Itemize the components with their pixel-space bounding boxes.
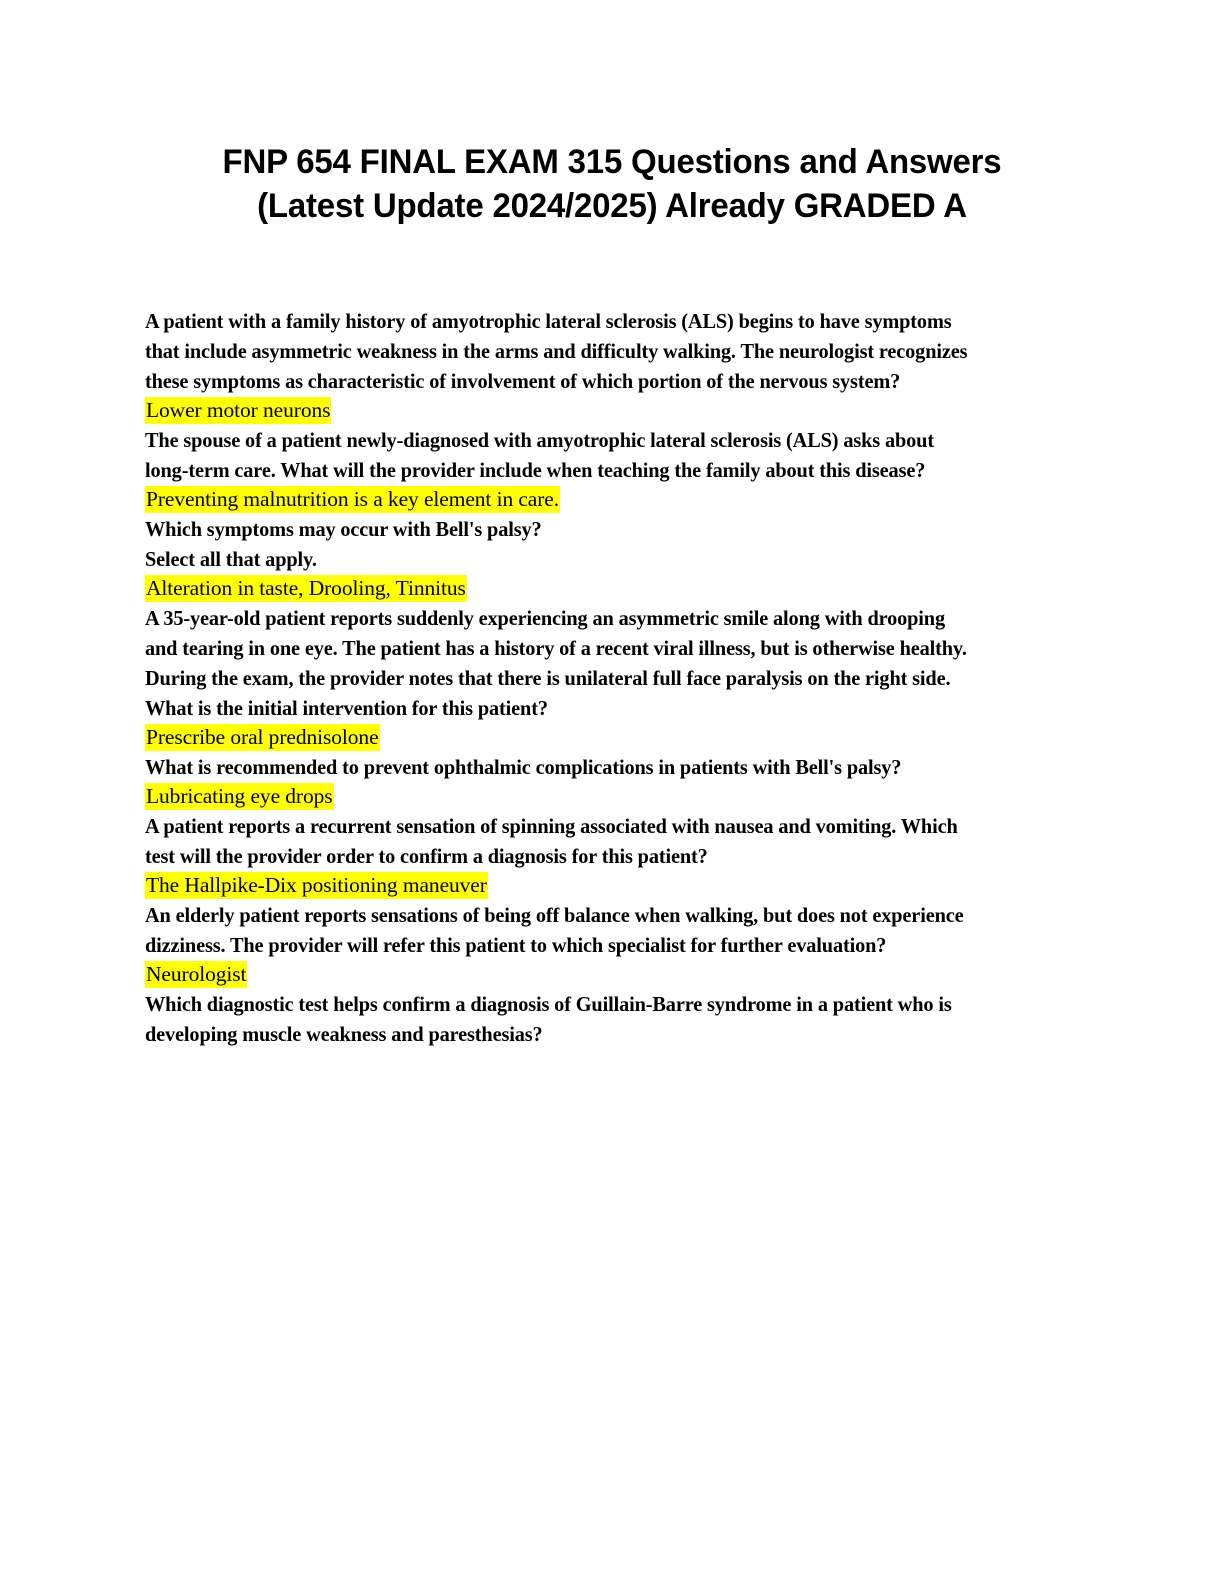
answer-paragraph: Preventing malnutrition is a key element… — [145, 485, 1080, 514]
question-paragraph: The spouse of a patient newly-diagnosed … — [145, 425, 1080, 485]
question-line: The spouse of a patient newly-diagnosed … — [145, 428, 934, 452]
question-line: During the exam, the provider notes that… — [145, 666, 951, 690]
question-paragraph: An elderly patient reports sensations of… — [145, 900, 1080, 960]
highlighted-answer: Lubricating eye drops — [145, 783, 334, 810]
answer-paragraph: The Hallpike-Dix positioning maneuver — [145, 871, 1080, 900]
highlighted-answer: Preventing malnutrition is a key element… — [145, 486, 561, 513]
question-line: A patient reports a recurrent sensation … — [145, 814, 958, 838]
page-title-line-2: (Latest Update 2024/2025) Already GRADED… — [257, 187, 967, 225]
question-line: A patient with a family history of amyot… — [145, 309, 952, 333]
highlighted-answer: The Hallpike-Dix positioning maneuver — [145, 872, 488, 899]
question-line: long-term care. What will the provider i… — [145, 458, 926, 482]
question-paragraph: A patient with a family history of amyot… — [145, 306, 1080, 396]
question-line: developing muscle weakness and paresthes… — [145, 1022, 543, 1046]
document-body: A patient with a family history of amyot… — [145, 306, 1080, 1049]
highlighted-answer: Lower motor neurons — [145, 397, 332, 424]
answer-paragraph: Prescribe oral prednisolone — [145, 723, 1080, 752]
answer-paragraph: Neurologist — [145, 960, 1080, 989]
question-line: these symptoms as characteristic of invo… — [145, 369, 901, 393]
highlighted-answer: Neurologist — [145, 961, 248, 988]
question-line: Which symptoms may occur with Bell's pal… — [145, 517, 542, 541]
question-paragraph: Which diagnostic test helps confirm a di… — [145, 989, 1080, 1049]
question-paragraph: What is recommended to prevent ophthalmi… — [145, 752, 1080, 782]
question-line: An elderly patient reports sensations of… — [145, 903, 964, 927]
answer-paragraph: Lubricating eye drops — [145, 782, 1080, 811]
answer-paragraph: Alteration in taste, Drooling, Tinnitus — [145, 574, 1080, 603]
highlighted-answer: Alteration in taste, Drooling, Tinnitus — [145, 575, 467, 602]
page-title-line-1: FNP 654 FINAL EXAM 315 Questions and Ans… — [222, 143, 1002, 181]
highlighted-answer: Prescribe oral prednisolone — [145, 724, 380, 751]
question-line: Select all that apply. — [145, 547, 317, 571]
question-line: dizziness. The provider will refer this … — [145, 933, 887, 957]
question-paragraph: A patient reports a recurrent sensation … — [145, 811, 1080, 871]
question-paragraph: Which symptoms may occur with Bell's pal… — [145, 514, 1080, 574]
question-line: and tearing in one eye. The patient has … — [145, 636, 967, 660]
question-line: A 35-year-old patient reports suddenly e… — [145, 606, 945, 630]
question-line: What is recommended to prevent ophthalmi… — [145, 755, 902, 779]
question-line: test will the provider order to confirm … — [145, 844, 708, 868]
question-line: Which diagnostic test helps confirm a di… — [145, 992, 952, 1016]
question-line: What is the initial intervention for thi… — [145, 696, 548, 720]
page-title: FNP 654 FINAL EXAM 315 Questions and Ans… — [18, 0, 1205, 228]
question-paragraph: A 35-year-old patient reports suddenly e… — [145, 603, 1080, 723]
question-line: that include asymmetric weakness in the … — [145, 339, 968, 363]
answer-paragraph: Lower motor neurons — [145, 396, 1080, 425]
